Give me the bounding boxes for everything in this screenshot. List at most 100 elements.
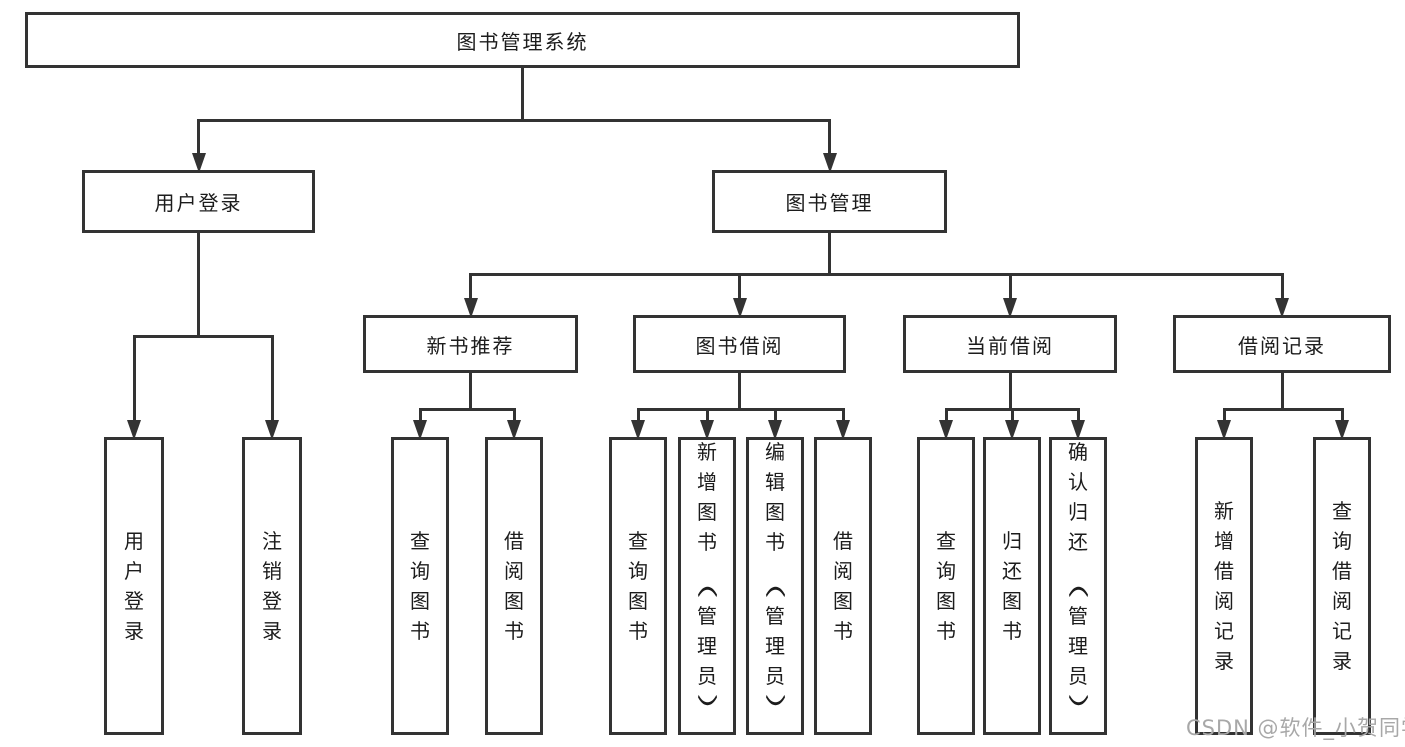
connector-line bbox=[418, 408, 516, 411]
arrowhead-down-icon bbox=[1275, 298, 1289, 318]
node-leaf-bb-borrow: 借阅图书 bbox=[814, 437, 872, 735]
node-label-char: 管 bbox=[765, 604, 785, 628]
node-book-borrow: 图书借阅 bbox=[633, 315, 846, 373]
connector-line bbox=[1076, 408, 1080, 422]
node-label-char: 编 bbox=[765, 440, 785, 464]
arrowhead-down-icon bbox=[768, 420, 782, 440]
node-label-char: 管 bbox=[1068, 604, 1088, 628]
node-label-char: 书 bbox=[765, 530, 785, 554]
node-book-mgmt: 图书管理 bbox=[712, 170, 947, 233]
node-label-char: 查 bbox=[628, 529, 648, 553]
node-label-char: 录 bbox=[1214, 649, 1234, 673]
node-label-char: 员 bbox=[1068, 664, 1088, 688]
node-leaf-logout: 注销登录 bbox=[242, 437, 302, 735]
connector-line bbox=[841, 408, 845, 422]
connector-line bbox=[828, 119, 831, 155]
node-label-char: （ bbox=[763, 559, 787, 599]
node-label-char: 询 bbox=[628, 559, 648, 583]
node-label-char: 图 bbox=[628, 589, 648, 613]
connector-line bbox=[944, 408, 948, 422]
node-user-login: 用户登录 bbox=[82, 170, 315, 233]
node-label: 借阅记录 bbox=[1238, 333, 1326, 358]
node-label-char: 辑 bbox=[765, 470, 785, 494]
node-leaf-cb-return: 归还图书 bbox=[983, 437, 1041, 735]
node-label-char: 询 bbox=[410, 559, 430, 583]
connector-line bbox=[636, 408, 845, 411]
node-label-char: 书 bbox=[1002, 619, 1022, 643]
node-label-char: 阅 bbox=[1332, 589, 1352, 613]
connector-line bbox=[1008, 371, 1012, 411]
node-label-char: 归 bbox=[1002, 529, 1022, 553]
arrowhead-down-icon bbox=[700, 420, 714, 440]
arrowhead-down-icon bbox=[1003, 298, 1017, 318]
node-new-book-rec: 新书推荐 bbox=[363, 315, 578, 373]
node-label-char: 借 bbox=[504, 529, 524, 553]
connector-line bbox=[636, 408, 640, 422]
connector-line bbox=[197, 231, 200, 338]
arrowhead-down-icon bbox=[836, 420, 850, 440]
node-label: 图书管理系统 bbox=[456, 29, 589, 54]
arrowhead-down-icon bbox=[413, 420, 427, 440]
connector-line bbox=[469, 273, 472, 300]
arrowhead-down-icon bbox=[1335, 420, 1349, 440]
node-label-char: 归 bbox=[1068, 500, 1088, 524]
node-label-char: 录 bbox=[1332, 649, 1352, 673]
node-label-char: 登 bbox=[124, 589, 144, 613]
node-label-char: 用 bbox=[124, 529, 144, 553]
arrowhead-down-icon bbox=[191, 153, 206, 173]
node-label: 新书推荐 bbox=[426, 333, 515, 358]
node-label-char: 借 bbox=[1214, 559, 1234, 583]
node-label-char: 还 bbox=[1002, 559, 1022, 583]
node-label-char: 图 bbox=[410, 589, 430, 613]
node-label-char: 记 bbox=[1214, 619, 1234, 643]
arrowhead-down-icon bbox=[1217, 420, 1231, 440]
node-label-char: 书 bbox=[697, 530, 717, 554]
node-label-char: 图 bbox=[697, 500, 717, 524]
node-leaf-bb-edit: 编辑图书（管理员） bbox=[746, 437, 804, 735]
node-label-char: 图 bbox=[1002, 589, 1022, 613]
arrowhead-down-icon bbox=[127, 420, 141, 440]
node-label-char: 销 bbox=[262, 559, 282, 583]
arrowhead-down-icon bbox=[463, 298, 478, 318]
connector-line bbox=[1280, 273, 1284, 300]
arrowhead-down-icon bbox=[822, 153, 837, 173]
node-leaf-br-add: 新增借阅记录 bbox=[1195, 437, 1253, 735]
node-label-char: 借 bbox=[1332, 559, 1352, 583]
node-label-char: 书 bbox=[628, 619, 648, 643]
connector-line bbox=[1222, 408, 1226, 422]
node-label-char: 新 bbox=[697, 440, 717, 464]
arrowhead-down-icon bbox=[1071, 420, 1085, 440]
node-leaf-bb-add: 新增图书（管理员） bbox=[678, 437, 736, 735]
connector-line bbox=[1222, 408, 1344, 411]
node-label-char: （ bbox=[1066, 559, 1090, 599]
node-label-char: 图 bbox=[765, 500, 785, 524]
node-label-char: 查 bbox=[410, 529, 430, 553]
node-label-char: 增 bbox=[1214, 529, 1234, 553]
arrowhead-down-icon bbox=[507, 420, 521, 440]
arrowhead-down-icon bbox=[732, 298, 747, 318]
connector-line bbox=[773, 408, 777, 422]
node-label-char: 书 bbox=[833, 619, 853, 643]
arrowhead-down-icon bbox=[631, 420, 645, 440]
node-label-char: 阅 bbox=[1214, 589, 1234, 613]
node-label-char: （ bbox=[695, 559, 719, 599]
connector-line bbox=[469, 273, 1284, 276]
connector-line bbox=[1008, 273, 1012, 300]
arrowhead-down-icon bbox=[939, 420, 953, 440]
connector-line bbox=[418, 408, 422, 422]
connector-line bbox=[512, 408, 516, 422]
connector-line bbox=[738, 273, 741, 300]
node-label: 图书管理 bbox=[785, 191, 874, 215]
node-label-char: 员 bbox=[765, 664, 785, 688]
node-leaf-cb-confirm: 确认归还（管理员） bbox=[1049, 437, 1107, 735]
node-label-char: 登 bbox=[262, 589, 282, 613]
node-label-char: 户 bbox=[124, 559, 144, 583]
connector-line bbox=[1340, 408, 1344, 422]
node-label-char: 录 bbox=[262, 619, 282, 643]
node-label-char: 图 bbox=[504, 589, 524, 613]
connector-line bbox=[132, 335, 274, 338]
node-label-char: ） bbox=[1066, 693, 1090, 733]
node-label-char: 确 bbox=[1068, 440, 1088, 464]
node-label-char: 认 bbox=[1068, 470, 1088, 494]
